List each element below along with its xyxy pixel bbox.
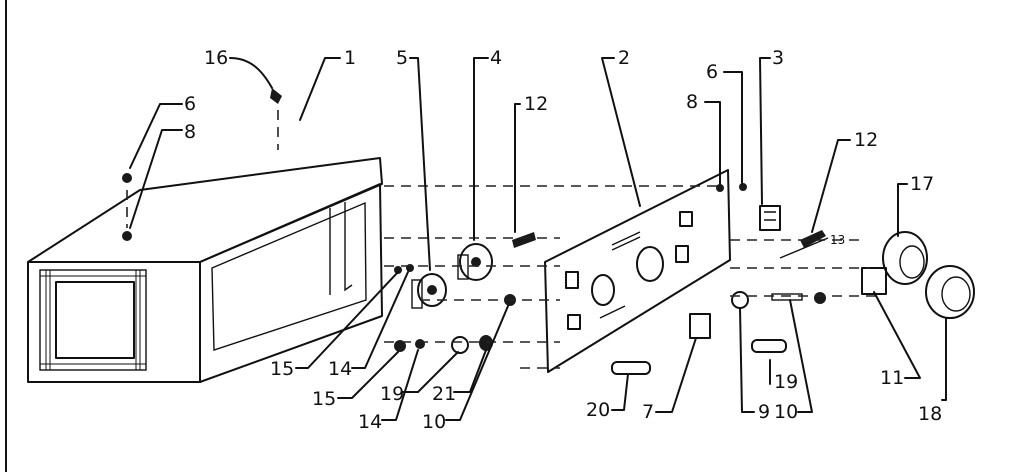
callout-10-right: 10 [774,401,798,423]
callout-12-left: 12 [524,93,548,115]
callout-7: 7 [642,401,654,423]
callout-18: 18 [918,403,942,425]
callout-20: 20 [586,399,610,421]
callout-15-upper: 15 [270,358,294,380]
callout-2: 2 [618,47,630,69]
callout-14-lower: 14 [358,411,382,433]
callout-11: 11 [880,367,904,389]
callout-1: 1 [344,47,356,69]
callout-leaders [129,57,947,421]
callout-5: 5 [396,47,408,69]
callout-19-right: 19 [774,371,798,393]
callout-17: 17 [910,173,934,195]
callout-14-upper: 14 [328,358,352,380]
callout-6-right: 6 [706,61,718,83]
callout-12-right: 12 [854,129,878,151]
assembly-guide-lines [126,110,880,369]
cabinet-part-1 [27,157,383,383]
callout-3: 3 [772,47,784,69]
callout-6-left: 6 [184,93,196,115]
callout-8-left: 8 [184,121,196,143]
control-panel-part-2 [544,169,731,373]
callout-labels: 16 1 6 8 5 4 12 2 8 6 3 12 17 13 15 14 1… [184,47,942,433]
parts-hardware [122,88,975,375]
callout-10-left: 10 [422,411,446,433]
callout-19-left: 19 [380,383,404,405]
callout-9: 9 [758,401,770,423]
callout-8-right: 8 [686,91,698,113]
callout-4: 4 [490,47,502,69]
callout-16: 16 [204,47,228,69]
callout-21: 21 [432,383,456,405]
callout-15-lower: 15 [312,388,336,410]
callout-13: 13 [830,233,845,247]
